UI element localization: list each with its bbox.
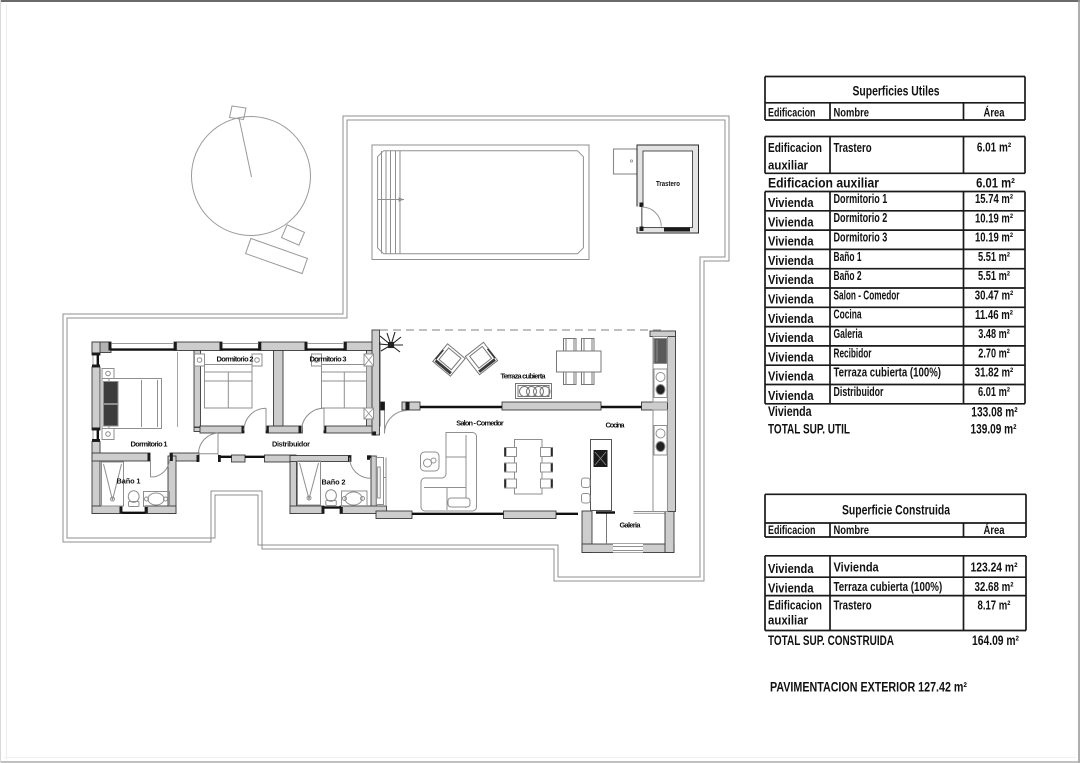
svg-text:Recibidor: Recibidor bbox=[834, 346, 872, 360]
svg-text:Vivienda: Vivienda bbox=[834, 560, 880, 574]
svg-text:Vivienda: Vivienda bbox=[768, 214, 814, 229]
svg-text:Nombre: Nombre bbox=[834, 523, 870, 537]
svg-text:Salon - Comedor: Salon - Comedor bbox=[834, 288, 900, 302]
svg-text:Vivienda: Vivienda bbox=[768, 561, 814, 576]
svg-text:Vivienda: Vivienda bbox=[768, 272, 814, 287]
svg-text:32.68 m²: 32.68 m² bbox=[975, 580, 1014, 594]
svg-text:Terraza cubierta: Terraza cubierta bbox=[501, 372, 547, 381]
svg-text:123.24 m²: 123.24 m² bbox=[971, 560, 1018, 574]
svg-text:Superficies Utiles: Superficies Utiles bbox=[853, 83, 940, 98]
svg-text:10.19 m²: 10.19 m² bbox=[975, 231, 1013, 245]
svg-text:Dormitorio 1: Dormitorio 1 bbox=[834, 192, 888, 206]
svg-text:139.09 m²: 139.09 m² bbox=[971, 421, 1017, 437]
svg-text:Edificacion auxiliar: Edificacion auxiliar bbox=[768, 175, 879, 191]
svg-text:8.17 m²: 8.17 m² bbox=[978, 599, 1011, 613]
svg-text:TOTAL SUP. UTIL: TOTAL SUP. UTIL bbox=[768, 422, 850, 437]
svg-text:Baño 1: Baño 1 bbox=[834, 250, 862, 264]
svg-text:Vivienda: Vivienda bbox=[768, 234, 814, 249]
svg-text:Vivienda: Vivienda bbox=[768, 195, 814, 210]
svg-text:Distribuidor: Distribuidor bbox=[272, 440, 310, 449]
svg-text:Terraza cubierta (100%): Terraza cubierta (100%) bbox=[834, 580, 943, 594]
svg-text:Baño 1: Baño 1 bbox=[117, 477, 141, 486]
svg-text:Vivienda: Vivienda bbox=[768, 388, 814, 403]
svg-text:3.48 m²: 3.48 m² bbox=[978, 327, 1010, 341]
svg-text:Baño 2: Baño 2 bbox=[834, 269, 862, 283]
svg-text:Área: Área bbox=[984, 104, 1005, 119]
svg-text:Trastero: Trastero bbox=[656, 179, 680, 188]
svg-text:Edificacion: Edificacion bbox=[768, 598, 822, 613]
svg-text:Baño 2: Baño 2 bbox=[322, 478, 346, 487]
svg-text:Área: Área bbox=[984, 522, 1005, 537]
svg-text:Edificacion: Edificacion bbox=[768, 140, 822, 155]
svg-text:Nombre: Nombre bbox=[834, 105, 870, 119]
svg-text:6.01 m²: 6.01 m² bbox=[976, 175, 1015, 191]
svg-text:Galeria: Galeria bbox=[834, 327, 864, 341]
svg-text:Superficie Construida: Superficie Construida bbox=[842, 503, 950, 518]
svg-text:Vivienda: Vivienda bbox=[768, 404, 812, 419]
svg-text:Cocina: Cocina bbox=[606, 421, 626, 430]
svg-text:133.08 m²: 133.08 m² bbox=[971, 404, 1018, 420]
svg-text:Dormitorio 2: Dormitorio 2 bbox=[834, 211, 888, 225]
svg-text:15.74 m²: 15.74 m² bbox=[975, 192, 1013, 206]
svg-text:30.47 m²: 30.47 m² bbox=[975, 289, 1014, 303]
svg-text:Vivienda: Vivienda bbox=[768, 330, 814, 345]
svg-text:Dormitorio 3: Dormitorio 3 bbox=[834, 231, 888, 245]
svg-text:5.51 m²: 5.51 m² bbox=[978, 250, 1010, 264]
svg-text:Vivienda: Vivienda bbox=[768, 311, 814, 326]
svg-text:6.01 m²: 6.01 m² bbox=[977, 141, 1011, 155]
svg-text:Vivienda: Vivienda bbox=[768, 349, 814, 364]
svg-text:Dormitorio 2: Dormitorio 2 bbox=[217, 355, 254, 364]
svg-text:10.19 m²: 10.19 m² bbox=[975, 211, 1013, 225]
svg-text:5.51 m²: 5.51 m² bbox=[978, 269, 1010, 283]
svg-text:PAVIMENTACION EXTERIOR 127.42: PAVIMENTACION EXTERIOR 127.42 m² bbox=[770, 680, 967, 695]
svg-text:Cocina: Cocina bbox=[834, 308, 863, 322]
svg-text:6.01 m²: 6.01 m² bbox=[978, 385, 1010, 399]
svg-text:Galeria: Galeria bbox=[620, 521, 642, 530]
svg-text:11.46 m²: 11.46 m² bbox=[975, 308, 1013, 322]
svg-text:Terraza cubierta (100%): Terraza cubierta (100%) bbox=[834, 366, 942, 380]
svg-text:Dormitorio 3: Dormitorio 3 bbox=[310, 355, 347, 364]
svg-text:Salon - Comedor: Salon - Comedor bbox=[456, 419, 504, 428]
svg-text:Vivienda: Vivienda bbox=[768, 292, 814, 307]
svg-text:Edificacion: Edificacion bbox=[768, 105, 816, 119]
svg-text:Distribuidor: Distribuidor bbox=[834, 385, 884, 399]
svg-text:auxiliar: auxiliar bbox=[768, 612, 808, 627]
svg-text:31.82 m²: 31.82 m² bbox=[975, 366, 1014, 380]
svg-text:Vivienda: Vivienda bbox=[768, 581, 814, 596]
svg-text:164.09 m²: 164.09 m² bbox=[972, 632, 1019, 648]
svg-text:TOTAL SUP. CONSTRUIDA: TOTAL SUP. CONSTRUIDA bbox=[768, 633, 894, 648]
svg-text:2.70 m²: 2.70 m² bbox=[978, 346, 1010, 360]
svg-text:Vivienda: Vivienda bbox=[768, 369, 814, 384]
svg-text:Vivienda: Vivienda bbox=[768, 253, 814, 268]
svg-text:Trastero: Trastero bbox=[834, 141, 872, 155]
svg-text:Dormitorio 1: Dormitorio 1 bbox=[131, 440, 168, 449]
svg-text:Trastero: Trastero bbox=[834, 599, 872, 613]
svg-text:Edificacion: Edificacion bbox=[768, 523, 816, 537]
svg-text:auxiliar: auxiliar bbox=[768, 157, 808, 172]
